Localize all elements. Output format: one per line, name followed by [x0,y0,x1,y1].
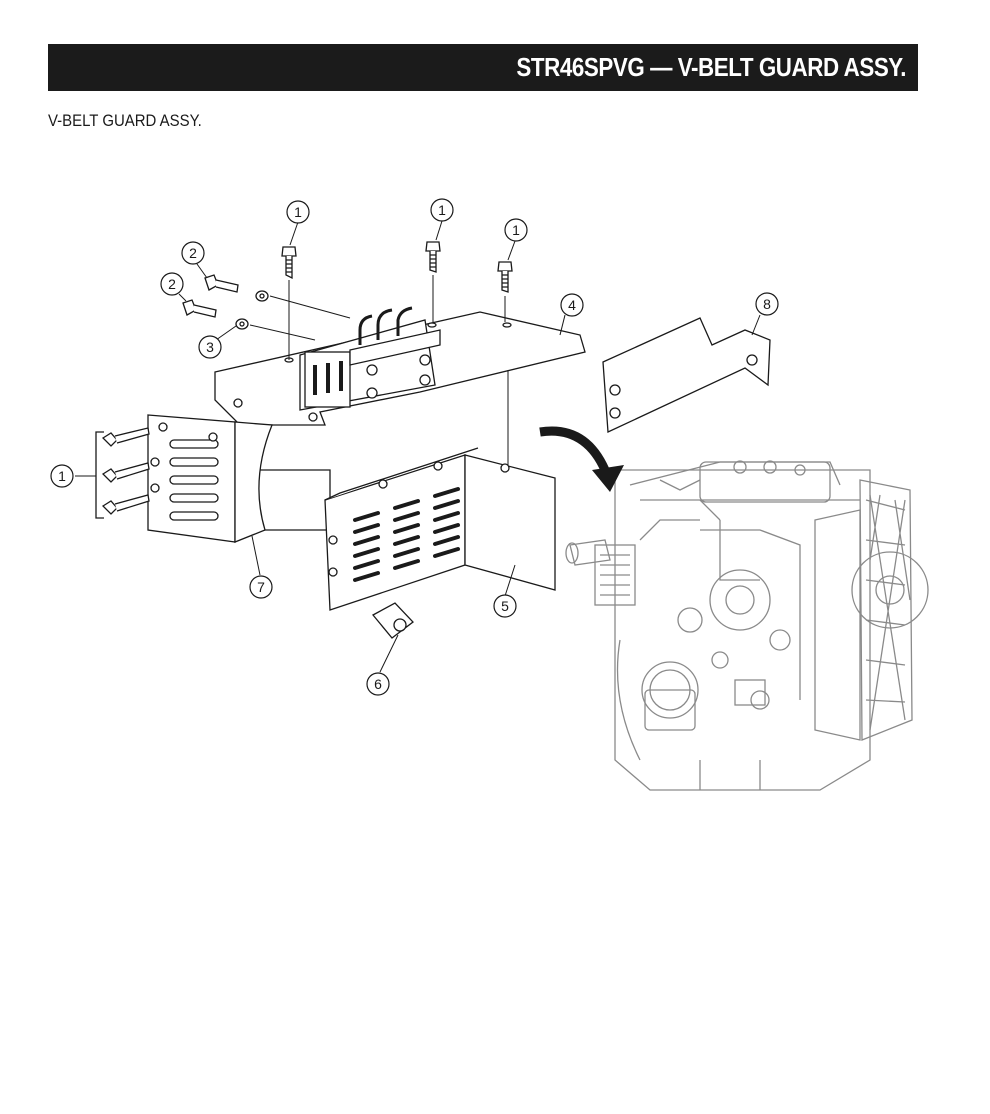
svg-text:1: 1 [512,222,520,238]
callout-3: 3 [198,335,222,359]
part-8-bracket [602,317,771,433]
page-title: STR46SPVG — V-BELT GUARD ASSY. [516,52,906,82]
callout-5: 5 [493,594,517,618]
callout-1-bolt-b: 1 [430,198,454,222]
part-5-front-guard [324,447,556,611]
fasteners [95,241,513,519]
svg-text:1: 1 [294,204,302,220]
part-7-left-guard [147,414,331,543]
leader-lines [75,220,761,673]
callout-1-bolts-left: 1 [50,464,74,488]
section-subtitle: V-BELT GUARD ASSY. [48,111,202,130]
callout-8: 8 [755,292,779,316]
svg-text:2: 2 [168,276,176,292]
svg-text:3: 3 [206,339,214,355]
engine-illustration [565,460,929,791]
svg-text:4: 4 [568,297,576,313]
part-4-top-plate [214,306,586,426]
svg-text:7: 7 [257,579,265,595]
callout-2-lower: 2 [160,272,184,296]
svg-text:2: 2 [189,245,197,261]
svg-text:6: 6 [374,676,382,692]
part-6-clip-nut [371,602,414,639]
callout-2-upper: 2 [181,241,205,265]
svg-text:8: 8 [763,296,771,312]
install-direction-arrow [539,426,624,492]
callout-6: 6 [366,672,390,696]
callout-labels: 1 1 1 1 2 2 3 4 [50,198,779,696]
svg-text:1: 1 [438,202,446,218]
callout-7: 7 [249,575,273,599]
svg-text:5: 5 [501,598,509,614]
callout-1-bolt-c: 1 [504,218,528,242]
title-bar: STR46SPVG — V-BELT GUARD ASSY. [48,44,918,91]
svg-text:1: 1 [58,468,66,484]
callout-1-bolt-a: 1 [286,200,310,224]
callout-4: 4 [560,293,584,317]
